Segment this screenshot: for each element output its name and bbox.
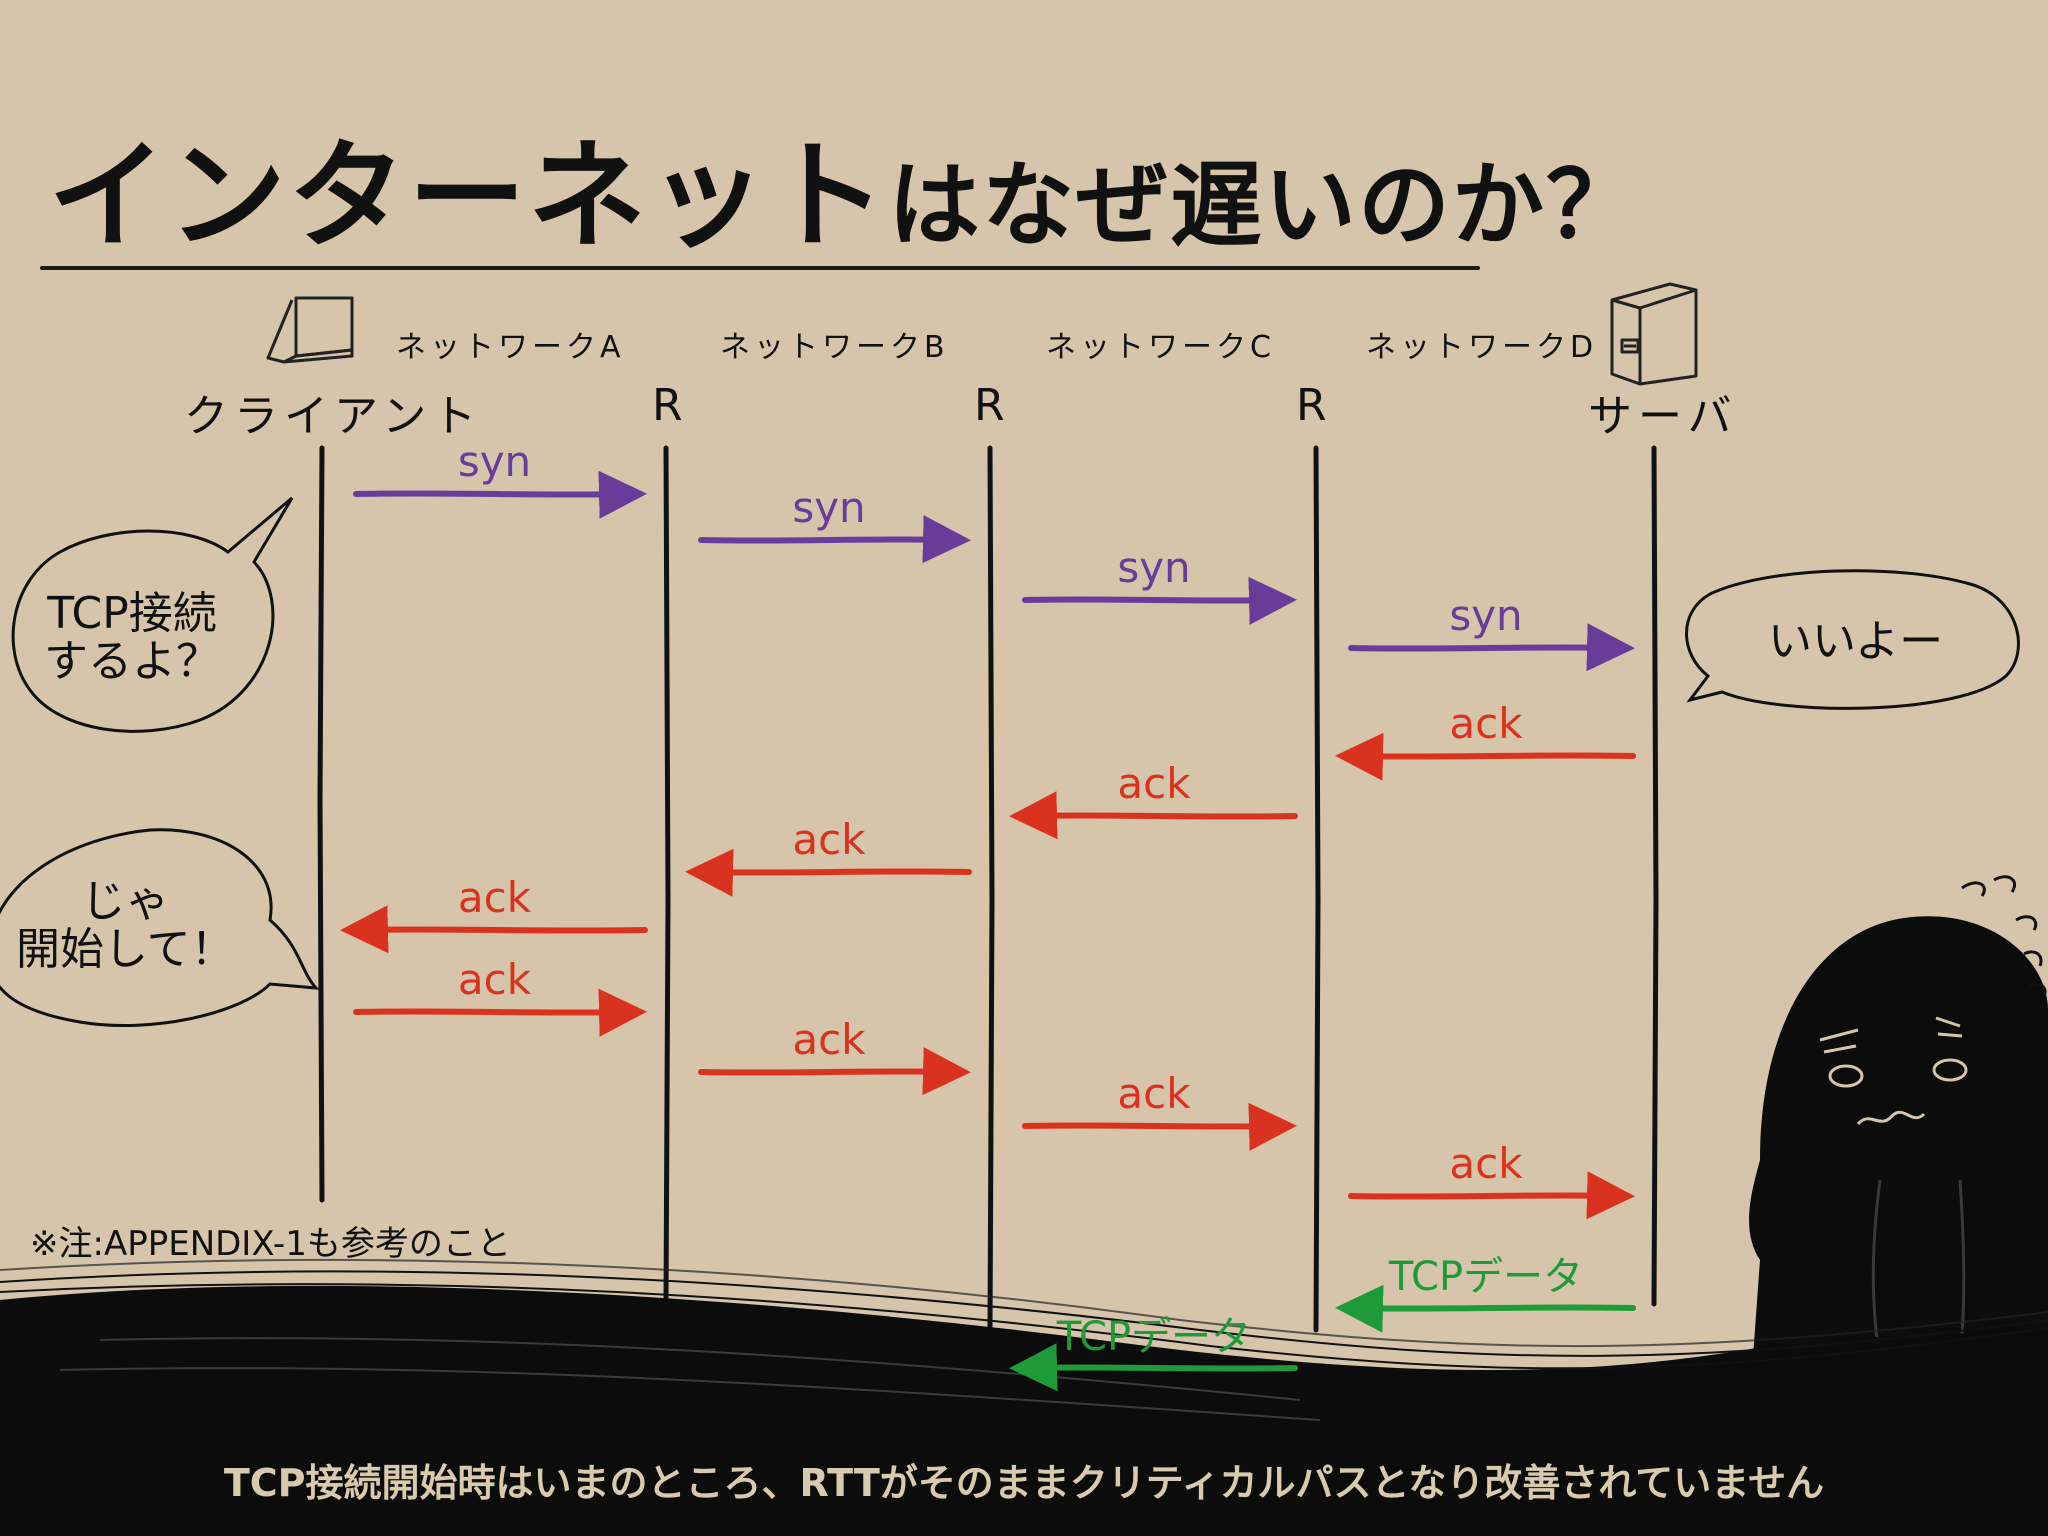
arrow-data-13 <box>1335 1284 1636 1333</box>
laptop-icon <box>266 296 354 364</box>
arrow-label-data-14: TCPデータ <box>1056 1314 1251 1360</box>
arrow-label-ack-10: ack <box>792 1015 866 1064</box>
arrow-label-syn-3: syn <box>1117 543 1190 592</box>
network-label-d: ネットワークD <box>1366 330 1598 365</box>
bubble-tcp-line2: するよ？ <box>44 636 220 687</box>
router-label-2: R <box>974 380 1011 431</box>
arrow-label-ack-12: ack <box>1449 1139 1523 1188</box>
speech-bubble-start <box>0 828 320 1028</box>
arrow-label-ack-9: ack <box>458 955 532 1004</box>
arrow-label-data-13: TCPデータ <box>1388 1254 1583 1300</box>
client-label: クライアント <box>184 391 483 442</box>
network-label-a: ネットワークA <box>396 330 625 365</box>
arrow-label-ack-8: ack <box>458 873 532 922</box>
title-rest: はなぜ遅いのか？ <box>888 152 1641 259</box>
speech-bubble-tcp-connect <box>11 496 294 733</box>
footer-caption: TCP接続開始時はいまのところ、RTTがそのままクリティカルパスとなり改善されて… <box>223 1461 1825 1505</box>
arrow-ack-8 <box>340 905 648 954</box>
lifeline-router-1 <box>663 445 671 1303</box>
arrow-ack-5 <box>1335 732 1636 781</box>
arrow-data-14 <box>1009 1343 1298 1392</box>
arrow-ack-12 <box>1348 1171 1635 1220</box>
arrow-label-ack-11: ack <box>1117 1069 1191 1118</box>
lifeline-server <box>1651 445 1659 1307</box>
bubble-tcp-line1: TCP接続 <box>47 588 217 639</box>
network-label-c: ネットワークC <box>1046 330 1275 365</box>
message-arrows: syn syn syn syn ack ack ack ack ack ack ack ackTCPデ… <box>340 437 1636 1392</box>
arrow-label-syn-1: syn <box>458 437 531 486</box>
router-label-3: R <box>1296 380 1333 431</box>
arrow-label-ack-5: ack <box>1449 699 1523 748</box>
arrow-ack-7 <box>685 848 972 897</box>
appendix-note: ※注:APPENDIX-1も参考のこと <box>30 1224 511 1264</box>
arrow-ack-11 <box>1022 1102 1297 1151</box>
arrow-syn-2 <box>698 515 971 564</box>
bubble-start-line1: じゃ <box>81 876 170 927</box>
bubble-start-line2: 開始して！ <box>16 924 235 975</box>
bubble-text-ok: いいよー <box>1768 618 1943 666</box>
lifeline-client <box>317 445 325 1203</box>
arrow-syn-4 <box>1348 623 1635 672</box>
title-underline <box>40 266 1480 270</box>
arrow-label-ack-7: ack <box>792 815 866 864</box>
arrow-ack-10 <box>698 1047 971 1096</box>
ground-ink <box>0 1258 2048 1536</box>
bubble-text-start: じゃ 開始して！ <box>16 878 235 974</box>
server-label: サーバ <box>1588 391 1738 442</box>
server-icon <box>1610 282 1698 386</box>
page-title: インターネットはなぜ遅いのか？ <box>48 100 1640 271</box>
bubble-ok-line: いいよー <box>1768 616 1944 667</box>
speech-bubble-ok <box>1685 569 2020 710</box>
arrow-label-ack-6: ack <box>1117 759 1191 808</box>
arrow-label-syn-2: syn <box>792 483 865 532</box>
network-label-b: ネットワークB <box>720 330 949 365</box>
title-main: インターネット <box>48 127 889 265</box>
arrow-label-syn-4: syn <box>1449 591 1522 640</box>
router-label-1: R <box>652 380 689 431</box>
arrow-ack-9 <box>353 988 647 1037</box>
lifeline-router-3 <box>1313 445 1321 1333</box>
lifelines <box>317 445 1659 1333</box>
arrow-syn-1 <box>353 470 647 519</box>
arrow-syn-3 <box>1022 576 1297 625</box>
bubble-text-tcp-connect: TCP接続 するよ？ <box>44 590 220 686</box>
arrow-ack-6 <box>1009 791 1298 840</box>
lifeline-router-2 <box>987 445 995 1333</box>
